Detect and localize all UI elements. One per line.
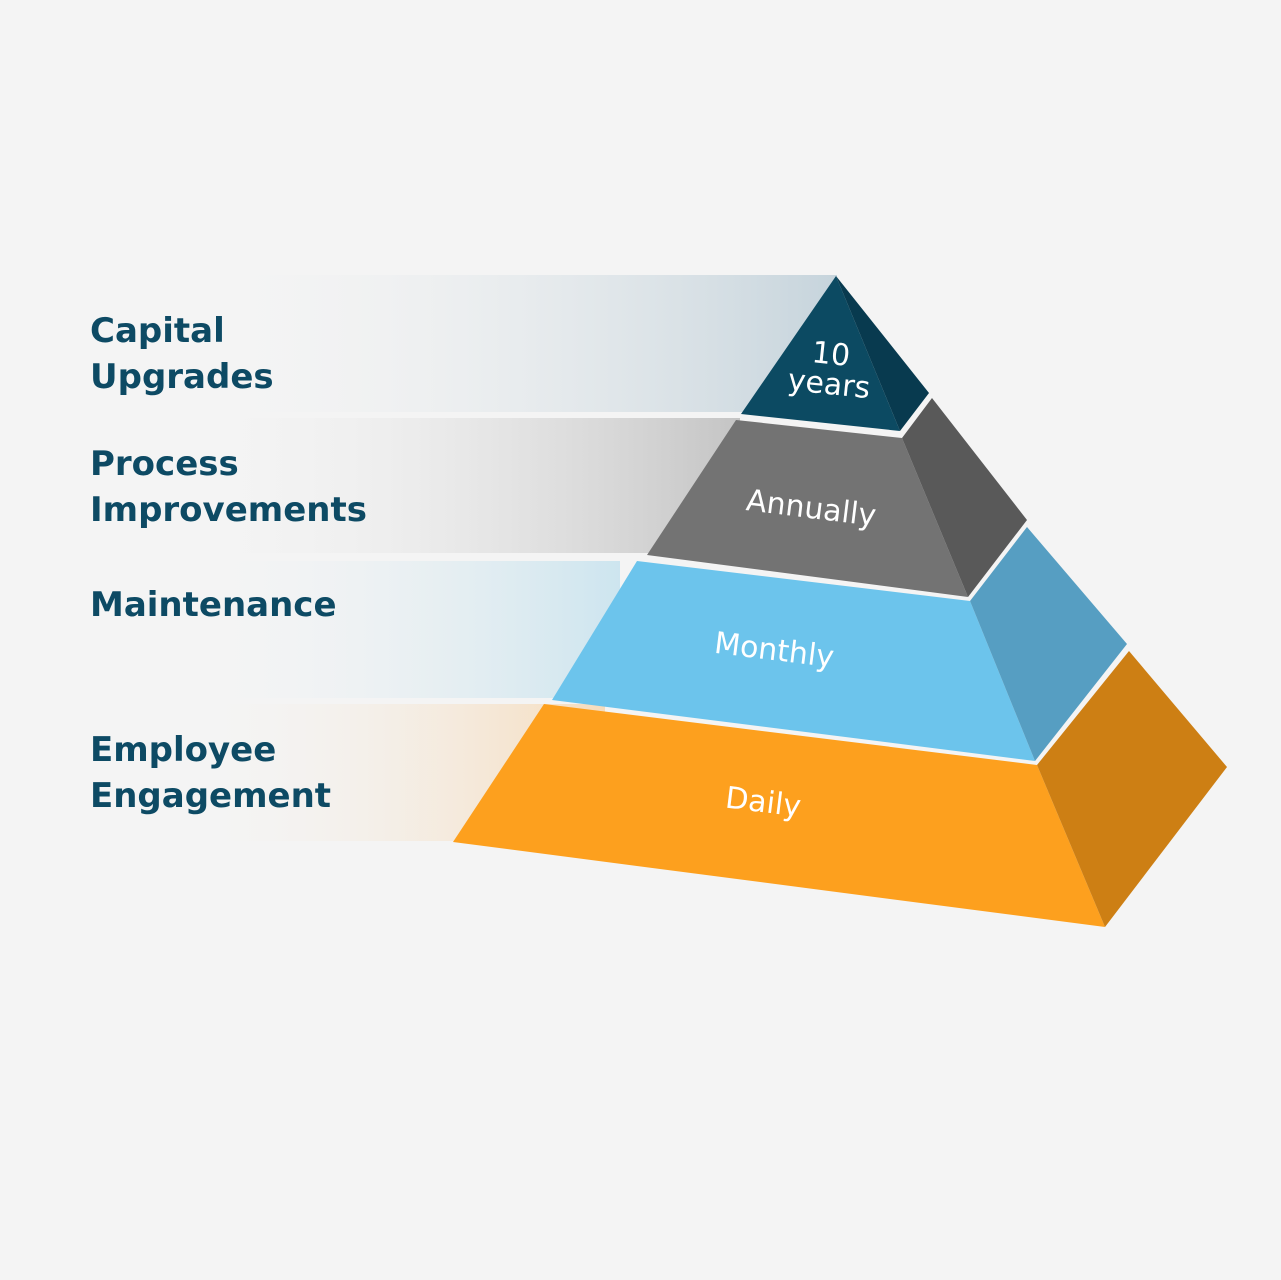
tier-10-years	[741, 276, 929, 431]
tier-10-years-side-face	[836, 276, 929, 431]
tier-daily-side-face	[1037, 651, 1227, 927]
label-employee-engagement: Employee Engagement	[90, 727, 331, 819]
label-capital-upgrades-line-1: Capital	[90, 311, 225, 351]
tier-monthly-front-face	[552, 561, 1035, 761]
label-process-improvements-line-1: Process	[90, 444, 239, 484]
tier-daily-front-face	[453, 704, 1105, 927]
label-maintenance: Maintenance	[90, 582, 337, 628]
label-employee-engagement-line-2: Engagement	[90, 776, 332, 816]
label-employee-engagement-line-1: Employee	[90, 730, 277, 770]
tier-10-years-front-face	[741, 276, 900, 431]
tier-annually-front-face	[647, 420, 968, 597]
tier-monthly-side-face	[970, 527, 1127, 761]
band-process-improvements	[185, 418, 740, 553]
tier-monthly	[552, 527, 1127, 761]
frequency-label-10: 10	[810, 335, 852, 374]
tier-annually	[647, 398, 1027, 597]
tier-annually-side-face	[902, 398, 1027, 597]
label-capital-upgrades: Capital Upgrades	[90, 308, 274, 400]
frequency-label-years: years	[786, 363, 872, 406]
band-capital-upgrades	[185, 275, 837, 412]
band-maintenance	[185, 561, 620, 698]
label-process-improvements-line-2: Improvements	[90, 490, 367, 530]
label-capital-upgrades-line-2: Upgrades	[90, 357, 274, 397]
label-maintenance-line-1: Maintenance	[90, 585, 337, 625]
tier-daily	[453, 651, 1227, 927]
label-process-improvements: Process Improvements	[90, 441, 367, 533]
